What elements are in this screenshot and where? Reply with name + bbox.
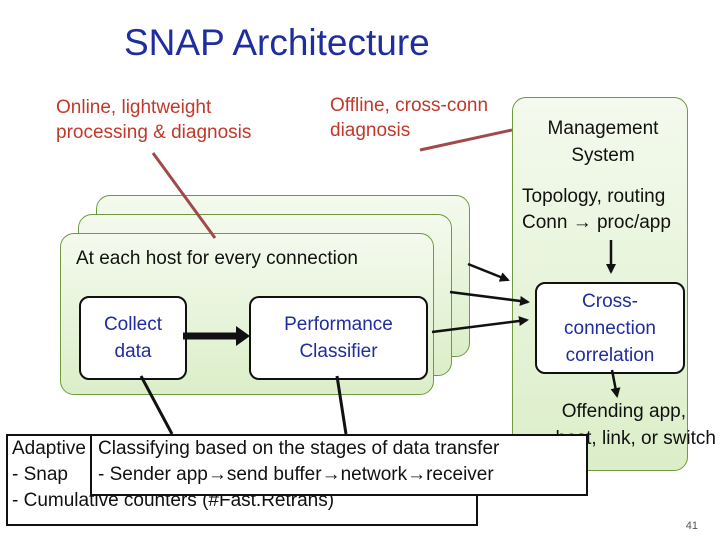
management-title-line-1: Management (547, 118, 659, 139)
cross-line-2: connection (564, 317, 656, 339)
collect-line-1: Collect (103, 314, 163, 335)
adaptive-line-1: Adaptive (12, 438, 86, 459)
adaptive-line-2: - Snap (12, 464, 68, 485)
online-note: Online, lightweight processing & diagnos… (56, 95, 251, 145)
online-note-line-1: Online, lightweight (56, 97, 212, 118)
classifying-line-1: Classifying based on the stages of data … (98, 438, 500, 459)
cross-line-1: Cross- (582, 290, 638, 312)
offline-note-line-2: diagnosis (330, 120, 411, 141)
topology-line-1: Topology, routing (522, 186, 666, 207)
classifier-callout-line (335, 375, 348, 435)
host-box-title: At each host for every connection (76, 248, 358, 269)
collect-to-classifier-arrowhead (236, 326, 250, 346)
cross-to-offending-arrow (610, 369, 621, 398)
classifying-text-box: Classifying based on the stages of data … (90, 434, 588, 496)
offending-line-2: host, link, or switch (555, 428, 717, 449)
host-to-cross-arrow-2 (449, 290, 530, 306)
classifying-line-2: - Sender app→send buffer→network→receive… (98, 464, 494, 485)
topology-note: Topology, routing Conn → proc/app (522, 184, 671, 236)
collect-line-2: data (114, 341, 152, 362)
host-to-cross-arrow-3 (431, 316, 529, 334)
offending-note: Offending app, host, link, or switch (516, 398, 717, 452)
slide-title: SNAP Architecture (124, 22, 430, 63)
collect-callout-line (139, 375, 174, 435)
page-number: 41 (685, 520, 698, 532)
offline-note-line-1: Offline, cross-conn (330, 95, 489, 116)
offending-line-1: Offending app, (561, 401, 686, 422)
host-to-cross-arrow-1 (467, 262, 510, 282)
topology-line-2: Conn → proc/app (522, 212, 671, 233)
offline-callout-line (419, 128, 513, 152)
management-title: Management System (520, 115, 686, 169)
offline-note: Offline, cross-conn diagnosis (330, 93, 488, 143)
cross-line-3: correlation (565, 344, 655, 366)
classifier-line-1: Performance (284, 314, 393, 335)
cross-connection-correlation-box: Cross- connection correlation (535, 282, 685, 374)
management-title-line-2: System (571, 145, 635, 166)
classifier-line-2: Classifier (299, 341, 378, 362)
online-callout-line (151, 152, 217, 239)
online-note-line-2: processing & diagnosis (56, 122, 252, 143)
